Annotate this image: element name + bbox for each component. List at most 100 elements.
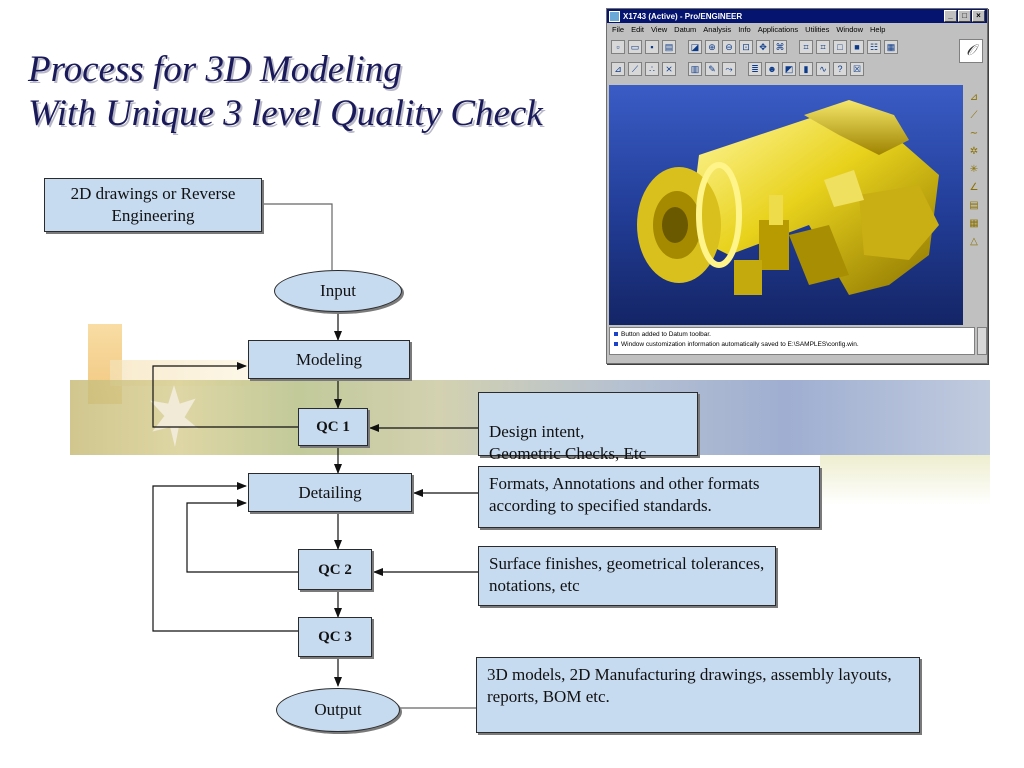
model-viewport[interactable]	[609, 85, 964, 325]
axis-tool-icon[interactable]: ⟋	[970, 110, 978, 121]
datum-points-icon[interactable]: ∴	[645, 62, 659, 76]
output-note-text: 3D models, 2D Manufacturing drawings, as…	[487, 665, 892, 706]
stack-tool-icon[interactable]: ▤	[969, 200, 979, 211]
zoom-out-icon[interactable]: ⊖	[722, 40, 736, 54]
qc3-label: QC 3	[318, 629, 352, 645]
color-picker-icon[interactable]: ◩	[782, 62, 796, 76]
color-bars-icon[interactable]: ▮	[799, 62, 813, 76]
no-hidden-icon[interactable]: □	[833, 40, 847, 54]
person-icon[interactable]: ☻	[765, 62, 779, 76]
hidden-line-icon[interactable]: ⌗	[816, 40, 830, 54]
detailing-note-box: Formats, Annotations and other formats a…	[478, 466, 820, 528]
point-tool-icon[interactable]: ✲	[969, 146, 979, 157]
stack-icon[interactable]: ≣	[748, 62, 762, 76]
source-box: 2D drawings or Reverse Engineering	[44, 178, 262, 232]
modeling-box: Modeling	[248, 340, 410, 379]
loop-qc3-detailing	[152, 482, 298, 632]
menu-info[interactable]: Info	[738, 25, 751, 34]
menu-datum[interactable]: Datum	[674, 25, 697, 34]
toolbar-row-2: ⊿ ⟋ ∴ ⨯ ▥ ✎ ⤳ ≣ ☻ ◩ ▮ ∿ ? ☒	[607, 58, 987, 80]
bullet-icon	[614, 332, 618, 337]
line-source-input	[262, 203, 333, 270]
bullet-icon	[614, 342, 618, 347]
datum-axes-icon[interactable]: ⟋	[628, 62, 642, 76]
qc2-label: QC 2	[318, 561, 352, 578]
print-icon[interactable]: ▤	[662, 40, 676, 54]
cad-menubar: File Edit View Datum Analysis Info Appli…	[607, 23, 987, 36]
side-toolbar: ⊿ ⟋ ∼ ✲ ✳ ∠ ▤ ▦ △	[963, 85, 985, 325]
triangle-tool-icon[interactable]: △	[970, 236, 978, 247]
cad-window: X1743 (Active) - Pro/ENGINEER _ □ × File…	[606, 8, 988, 364]
message-scrollbar[interactable]	[977, 327, 987, 355]
menu-applications[interactable]: Applications	[757, 25, 799, 34]
minimize-icon[interactable]: _	[944, 10, 957, 22]
detailing-box: Detailing	[248, 473, 412, 512]
message-line-1: Button added to Datum toolbar.	[614, 330, 970, 340]
qc1-box: QC 1	[298, 408, 368, 446]
help-pointer-icon[interactable]: ?	[833, 62, 847, 76]
wireframe-icon[interactable]: ⌗	[799, 40, 813, 54]
input-node: Input	[274, 270, 402, 312]
qc3-box: QC 3	[298, 617, 372, 657]
cancel-icon[interactable]: ☒	[850, 62, 864, 76]
menu-edit[interactable]: Edit	[631, 25, 645, 34]
qc1-note-box: Design intent, Geometric Checks, Etc	[478, 392, 698, 463]
zoom-in-icon[interactable]: ⊕	[705, 40, 719, 54]
close-icon[interactable]: ×	[972, 10, 985, 22]
open-folder-icon[interactable]: ▭	[628, 40, 642, 54]
shading-icon[interactable]: ■	[850, 40, 864, 54]
qc2-box: QC 2	[298, 549, 372, 590]
model-render	[637, 100, 939, 295]
save-icon[interactable]: ▪	[645, 40, 659, 54]
output-note-box: 3D models, 2D Manufacturing drawings, as…	[476, 657, 920, 733]
menu-window[interactable]: Window	[836, 25, 864, 34]
toolbar-row-1: ▫ ▭ ▪ ▤ ◪ ⊕ ⊖ ⊡ ✥ ⌘ ⌗ ⌗ □ ■ ☷ ▦	[607, 36, 987, 58]
menu-utilities[interactable]: Utilities	[805, 25, 830, 34]
title-line-1: Process for 3D Modeling	[28, 49, 402, 90]
coordinate-system-icon[interactable]: ⨯	[662, 62, 676, 76]
model-lug	[859, 185, 939, 260]
refit-icon[interactable]: ⊡	[739, 40, 753, 54]
angle-tool-icon[interactable]: ∠	[969, 182, 979, 193]
app-icon	[609, 10, 620, 22]
detailing-note-text: Formats, Annotations and other formats a…	[489, 474, 760, 515]
repaint-icon[interactable]: ◪	[688, 40, 702, 54]
source-label: 2D drawings or Reverse Engineering	[70, 184, 236, 225]
qc2-note-text: Surface finishes, geometrical tolerances…	[489, 554, 765, 595]
message-area: Button added to Datum toolbar. Window cu…	[609, 327, 975, 355]
qc2-note-box: Surface finishes, geometrical tolerances…	[478, 546, 776, 606]
cad-window-title: X1743 (Active) - Pro/ENGINEER	[623, 11, 743, 21]
saved-views-icon[interactable]: ⌘	[773, 40, 787, 54]
spin-icon[interactable]: ✥	[756, 40, 770, 54]
detailing-label: Detailing	[298, 482, 362, 502]
grid-tool-icon[interactable]: ▦	[969, 218, 979, 229]
calendar-icon[interactable]: ▥	[688, 62, 702, 76]
qc1-label: QC 1	[316, 419, 350, 435]
menu-file[interactable]: File	[612, 25, 625, 34]
loop-qc2-detailing	[186, 499, 298, 573]
input-label: Input	[320, 281, 356, 300]
branch-icon[interactable]: ⤳	[722, 62, 736, 76]
pen-icon[interactable]: 𝒪	[959, 39, 983, 63]
menu-help[interactable]: Help	[870, 25, 886, 34]
edit-icon[interactable]: ✎	[705, 62, 719, 76]
window-controls: _ □ ×	[944, 10, 985, 22]
new-file-icon[interactable]: ▫	[611, 40, 625, 54]
model-tree-icon[interactable]: ☷	[867, 40, 881, 54]
datum-planes-icon[interactable]: ⊿	[611, 62, 625, 76]
message-line-2: Window customization information automat…	[614, 340, 970, 350]
star-tool-icon[interactable]: ✳	[969, 164, 979, 175]
loop-qc1-modeling	[152, 362, 298, 428]
curve-tool-icon[interactable]: ∼	[969, 128, 979, 139]
layers-icon[interactable]: ▦	[884, 40, 898, 54]
cad-titlebar: X1743 (Active) - Pro/ENGINEER _ □ ×	[607, 9, 987, 23]
decorative-haze	[820, 455, 990, 505]
graph-icon[interactable]: ∿	[816, 62, 830, 76]
maximize-icon[interactable]: □	[958, 10, 971, 22]
menu-view[interactable]: View	[651, 25, 668, 34]
sketch-plane-icon[interactable]: ⊿	[969, 92, 979, 103]
modeling-label: Modeling	[295, 349, 363, 369]
menu-analysis[interactable]: Analysis	[703, 25, 732, 34]
model-top-block	[804, 100, 909, 155]
